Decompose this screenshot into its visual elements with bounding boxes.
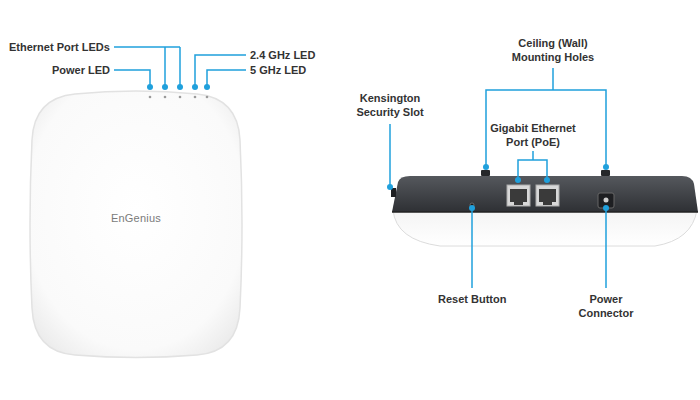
part-label: Power LED <box>52 63 110 77</box>
power-connector-pin <box>604 198 609 203</box>
status-leds <box>149 96 209 99</box>
leader-lines <box>114 47 606 288</box>
access-point-housing <box>392 176 698 212</box>
housing-rim <box>392 211 698 213</box>
part-label: Kensington Security Slot <box>338 91 442 119</box>
mounting-hole <box>481 170 490 176</box>
leader-dots <box>147 84 609 211</box>
part-label: Ceiling (Wall) Mounting Holes <box>503 36 603 64</box>
access-point-front <box>30 91 242 358</box>
part-label: Ethernet Port LEDs <box>9 40 110 54</box>
part-label: Reset Button <box>438 292 506 306</box>
part-label: 2.4 GHz LED <box>250 48 315 62</box>
ethernet-port <box>507 185 530 206</box>
part-label: 5 GHz LED <box>250 63 306 77</box>
mounting-hole <box>601 170 610 176</box>
brand-logo: EnGenius <box>111 211 161 225</box>
part-label: Gigabit Ethernet Port (PoE) <box>479 121 587 149</box>
access-point-dome <box>393 210 697 246</box>
ethernet-port <box>536 185 559 206</box>
part-label: Power Connector <box>570 292 642 320</box>
